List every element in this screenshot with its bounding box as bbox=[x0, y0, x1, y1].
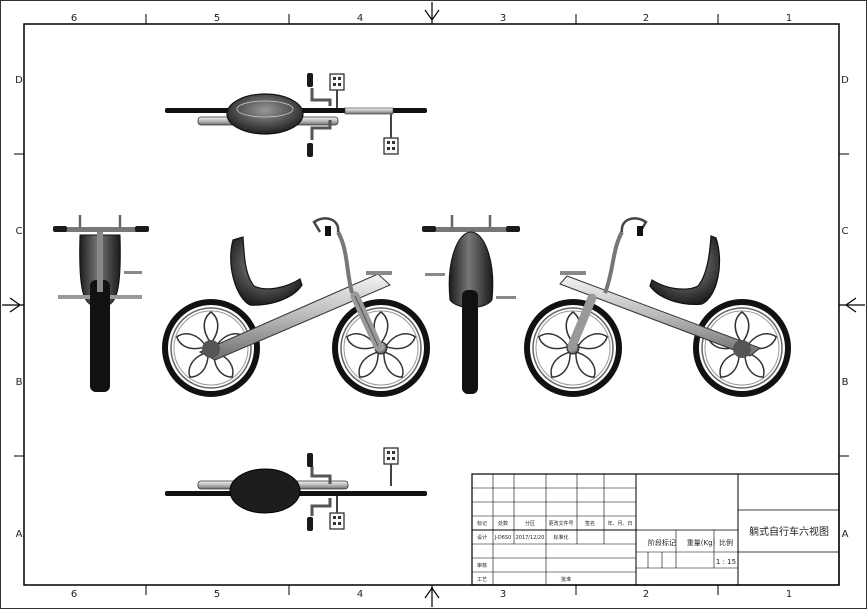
bottom-view bbox=[165, 447, 427, 531]
side-view-right bbox=[527, 217, 788, 394]
designer-value: J-D6S0 bbox=[494, 535, 512, 541]
weight-label: 重量(Kg) bbox=[687, 539, 716, 547]
zone-label: 3 bbox=[500, 13, 506, 24]
label-fenqu: 分区 bbox=[525, 520, 535, 527]
zone-label: 4 bbox=[357, 13, 363, 24]
zone-labels-right: D C B A bbox=[841, 75, 849, 540]
zone-labels-top: 6 5 4 3 2 1 bbox=[71, 13, 792, 24]
zone-label: D bbox=[15, 75, 23, 86]
pedal-icon bbox=[329, 512, 345, 530]
rear-view bbox=[422, 215, 520, 394]
zone-label: C bbox=[842, 226, 849, 237]
zone-label: 2 bbox=[643, 13, 649, 24]
design-date-value: 2017/12/20 bbox=[516, 535, 545, 541]
front-view bbox=[53, 215, 149, 392]
title-block bbox=[471, 473, 840, 586]
zone-label: D bbox=[841, 75, 849, 86]
label-biaozhunhua: 标准化 bbox=[553, 534, 568, 541]
drawing-title: 躺式自行车六视图 bbox=[749, 525, 829, 538]
zone-label: 5 bbox=[214, 13, 220, 24]
label-shenhe: 审核 bbox=[477, 562, 487, 569]
zone-label: 2 bbox=[643, 589, 649, 600]
pedal-icon bbox=[329, 73, 345, 91]
zone-label: 1 bbox=[786, 589, 792, 600]
label-gongyi: 工艺 bbox=[477, 577, 487, 583]
side-view-left bbox=[165, 217, 427, 394]
zone-label: 3 bbox=[500, 589, 506, 600]
zone-label: A bbox=[16, 529, 23, 540]
zone-label: 6 bbox=[71, 589, 77, 600]
pedal-icon bbox=[383, 447, 399, 465]
zone-label: C bbox=[16, 226, 23, 237]
zone-label: B bbox=[842, 377, 849, 388]
label-date: 年、月、日 bbox=[607, 520, 632, 527]
title-block-text: 标记 处数 分区 更改文件号 签名 年、月、日 设计 J-D6S0 2017/1… bbox=[477, 520, 829, 583]
label-sheji: 设计 bbox=[477, 534, 487, 541]
zone-label: 6 bbox=[71, 13, 77, 24]
top-view bbox=[165, 73, 427, 157]
label-gaiwen: 更改文件号 bbox=[548, 520, 573, 527]
zone-label: 4 bbox=[357, 589, 363, 600]
zone-label: A bbox=[842, 529, 849, 540]
label-biaoji: 标记 bbox=[477, 520, 487, 527]
zone-label: B bbox=[16, 377, 23, 388]
pedal-icon bbox=[383, 137, 399, 155]
label-chushu: 处数 bbox=[498, 520, 508, 527]
zone-label: 1 bbox=[786, 13, 792, 24]
zone-label: 5 bbox=[214, 589, 220, 600]
stage-label: 阶段标记 bbox=[648, 538, 676, 547]
zone-ticks bbox=[14, 14, 849, 595]
label-pizhun: 批准 bbox=[561, 576, 571, 583]
zone-labels-bottom: 6 5 4 3 2 1 bbox=[71, 589, 792, 600]
scale-value: 1 : 15 bbox=[716, 558, 736, 566]
drawing-frame bbox=[23, 23, 840, 586]
label-qianming: 签名 bbox=[585, 520, 595, 527]
zone-labels-left: D C B A bbox=[15, 75, 23, 540]
scale-label: 比例 bbox=[719, 538, 733, 547]
